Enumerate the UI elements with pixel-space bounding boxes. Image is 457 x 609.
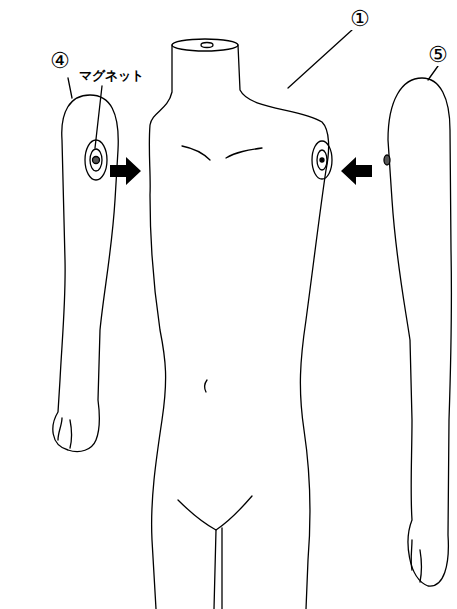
- magnet: [384, 155, 390, 165]
- torso-outline: [149, 45, 172, 609]
- torso-outline: [238, 45, 329, 609]
- part-label: マグネット: [78, 69, 145, 82]
- leader-line: [68, 78, 72, 98]
- leg-line: [221, 528, 222, 609]
- magnet: [93, 157, 100, 164]
- leader-line: [95, 86, 102, 148]
- finger-line: [420, 550, 422, 582]
- magnet: [320, 158, 324, 162]
- collarbone: [182, 146, 210, 160]
- navel: [205, 380, 207, 392]
- arm-joint: [85, 140, 107, 180]
- callout-number: ⑤: [428, 44, 448, 66]
- finger-line: [58, 418, 62, 440]
- shoulder-joint: [312, 141, 332, 179]
- crotch-line: [178, 496, 252, 530]
- collarbone: [226, 148, 262, 158]
- finger-line: [70, 420, 72, 448]
- right-arm: [388, 78, 451, 586]
- neck-top: [172, 39, 238, 51]
- left-arm: [53, 95, 118, 452]
- leg-line: [214, 530, 216, 609]
- callout-number: ④: [50, 50, 70, 72]
- leader-line: [428, 66, 438, 80]
- callout-number: ①: [350, 8, 370, 30]
- arm-joint: [90, 149, 102, 171]
- shoulder-joint: [317, 150, 327, 170]
- finger-line: [410, 540, 412, 570]
- neck-hole: [201, 43, 213, 48]
- assembly-arrow: [110, 157, 141, 185]
- assembly-arrow: [341, 157, 372, 185]
- leader-line: [288, 30, 352, 88]
